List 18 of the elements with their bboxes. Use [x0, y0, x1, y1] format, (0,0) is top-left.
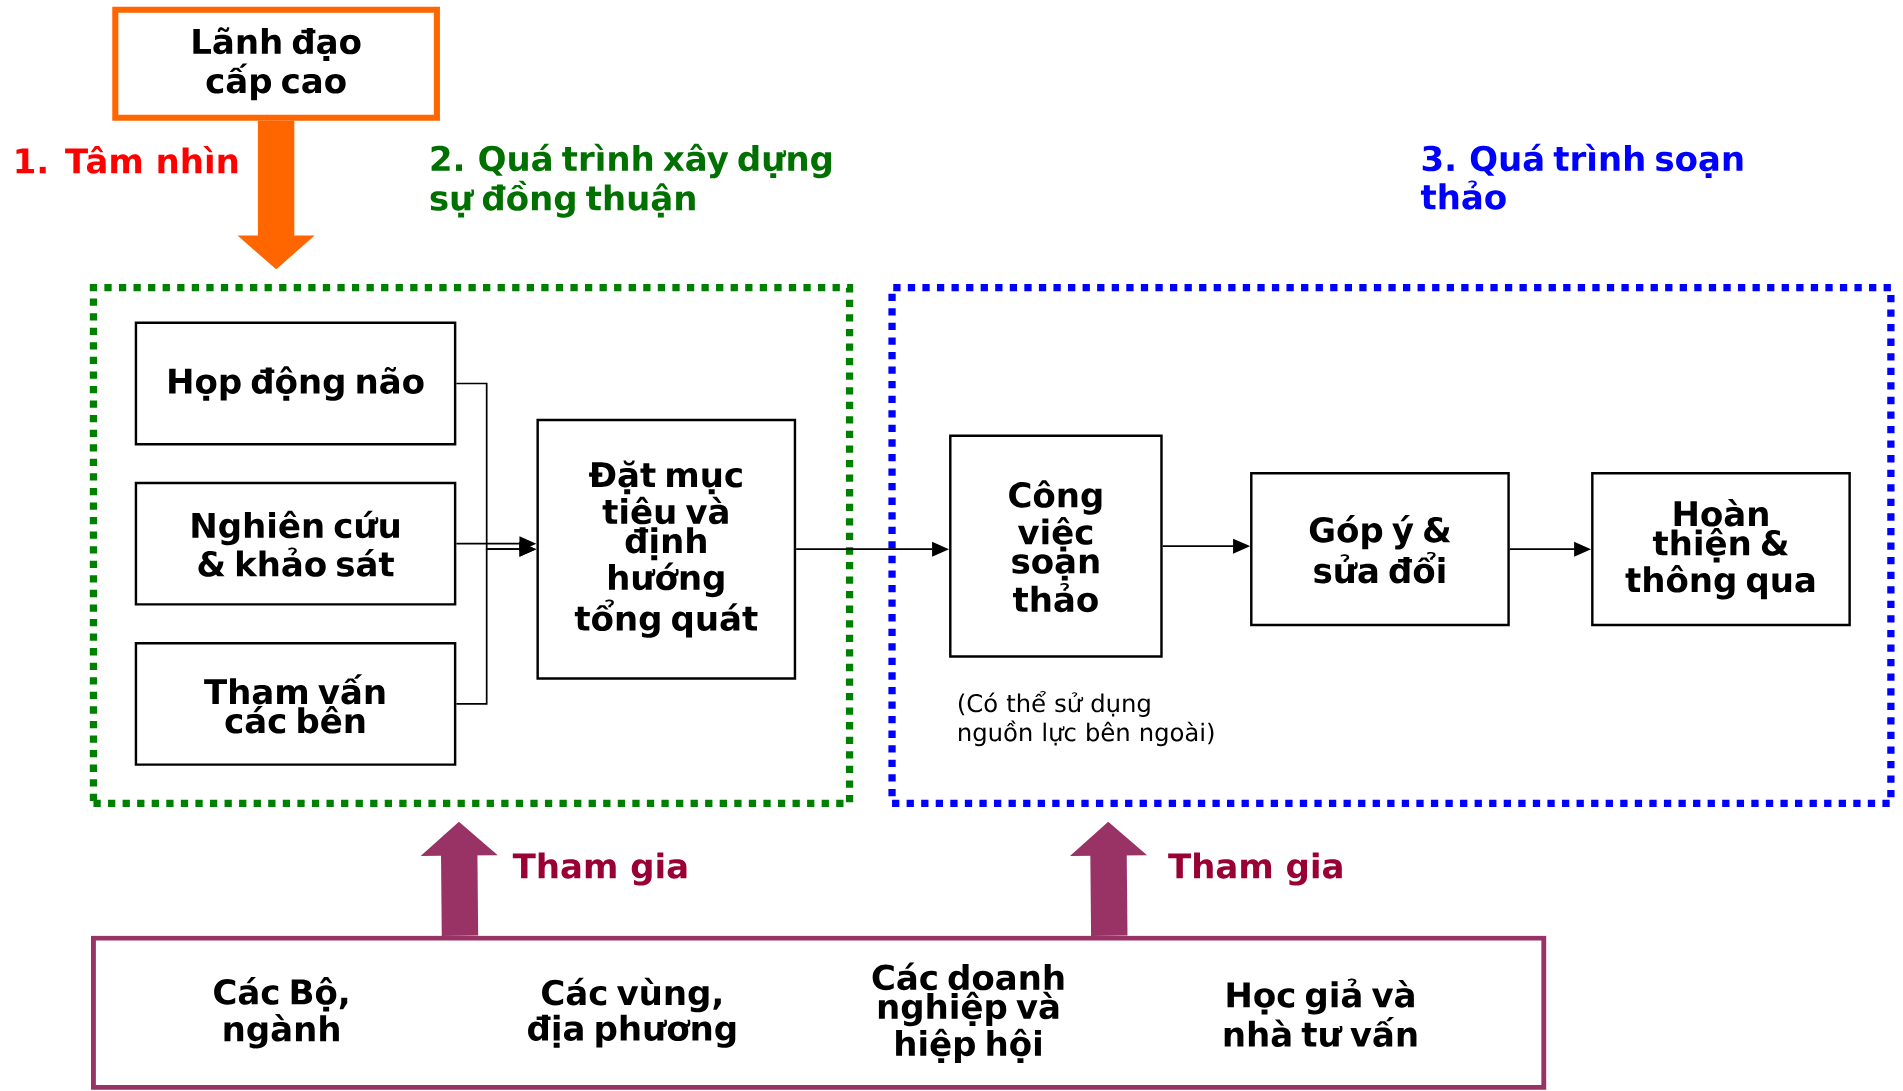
process-box: Hoàn thiện & thông qua: [1591, 472, 1851, 627]
edge-label: Tham gia: [510, 849, 692, 888]
process-box: Tham vấn các bên: [134, 642, 457, 766]
process-box: Công việc soạn thảo: [949, 434, 1163, 658]
stakeholder-text: Học giả và nhà tư vấn: [1224, 978, 1417, 1048]
stakeholder-text: Các doanh nghiệp và hiệp hội: [872, 962, 1064, 1063]
process-box: Góp ý & sửa đổi: [1250, 472, 1510, 627]
stage-label: 1. Tâm nhìn: [16, 146, 238, 174]
stakeholder-text: Các Bộ, ngành: [214, 977, 348, 1049]
edge-label: Tham gia: [1165, 849, 1347, 888]
note: (Có thể sử dụng nguồn lực bên ngoài): [958, 691, 1214, 747]
process-box: Lãnh đạo cấp cao: [112, 6, 440, 121]
section-heading: 3. Quá trình soạn thảo: [1420, 143, 1743, 210]
process-box: Đặt mục tiêu và định hướng tổng quát: [536, 418, 797, 680]
process-box: Họp động não: [134, 321, 457, 446]
process-box: Nghiên cứu & khảo sát: [134, 481, 457, 606]
section-heading: 2. Quá trình xây dựng sự đồng thuận: [430, 143, 832, 218]
stakeholder-text: Các vùng, địa phương: [528, 977, 736, 1048]
